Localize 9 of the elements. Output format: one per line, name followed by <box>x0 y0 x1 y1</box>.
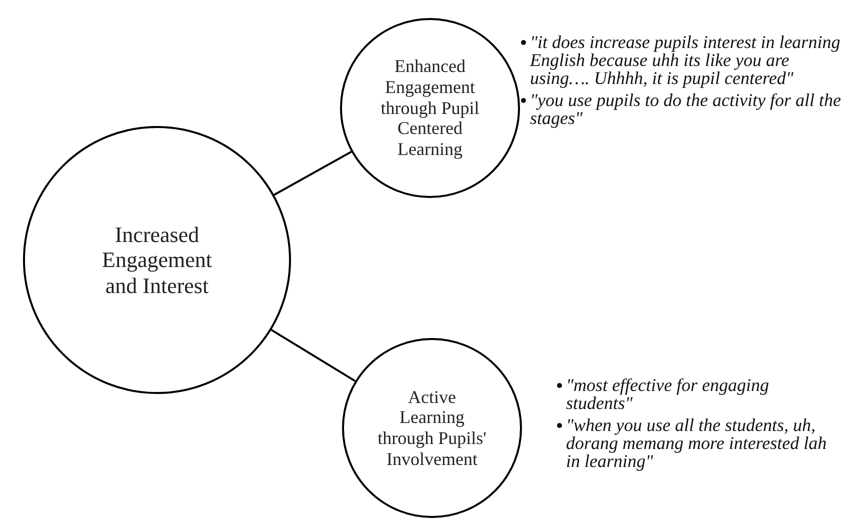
quote-text: "when you use all the students, uh, dorang memang more interested lah in learning" <box>566 415 827 471</box>
topic-text: Active Learning through Pupils' Involvement <box>377 386 487 470</box>
connector-line <box>274 150 352 196</box>
quote-text: "you use pupils to do the activity for all the stages" <box>530 90 842 128</box>
quote-text: "it does increase pupils interest in learning English because uhh its like you are using…. Uhhhh, it is pupil centered" <box>530 32 840 88</box>
topic-text: Enhanced Engagement through Pupil Centered Learning <box>380 56 480 160</box>
connector-line <box>270 329 356 382</box>
topic-text: Increased Engagement and Interest <box>101 222 213 298</box>
quote-text: "most effective for engaging students" <box>566 375 770 413</box>
